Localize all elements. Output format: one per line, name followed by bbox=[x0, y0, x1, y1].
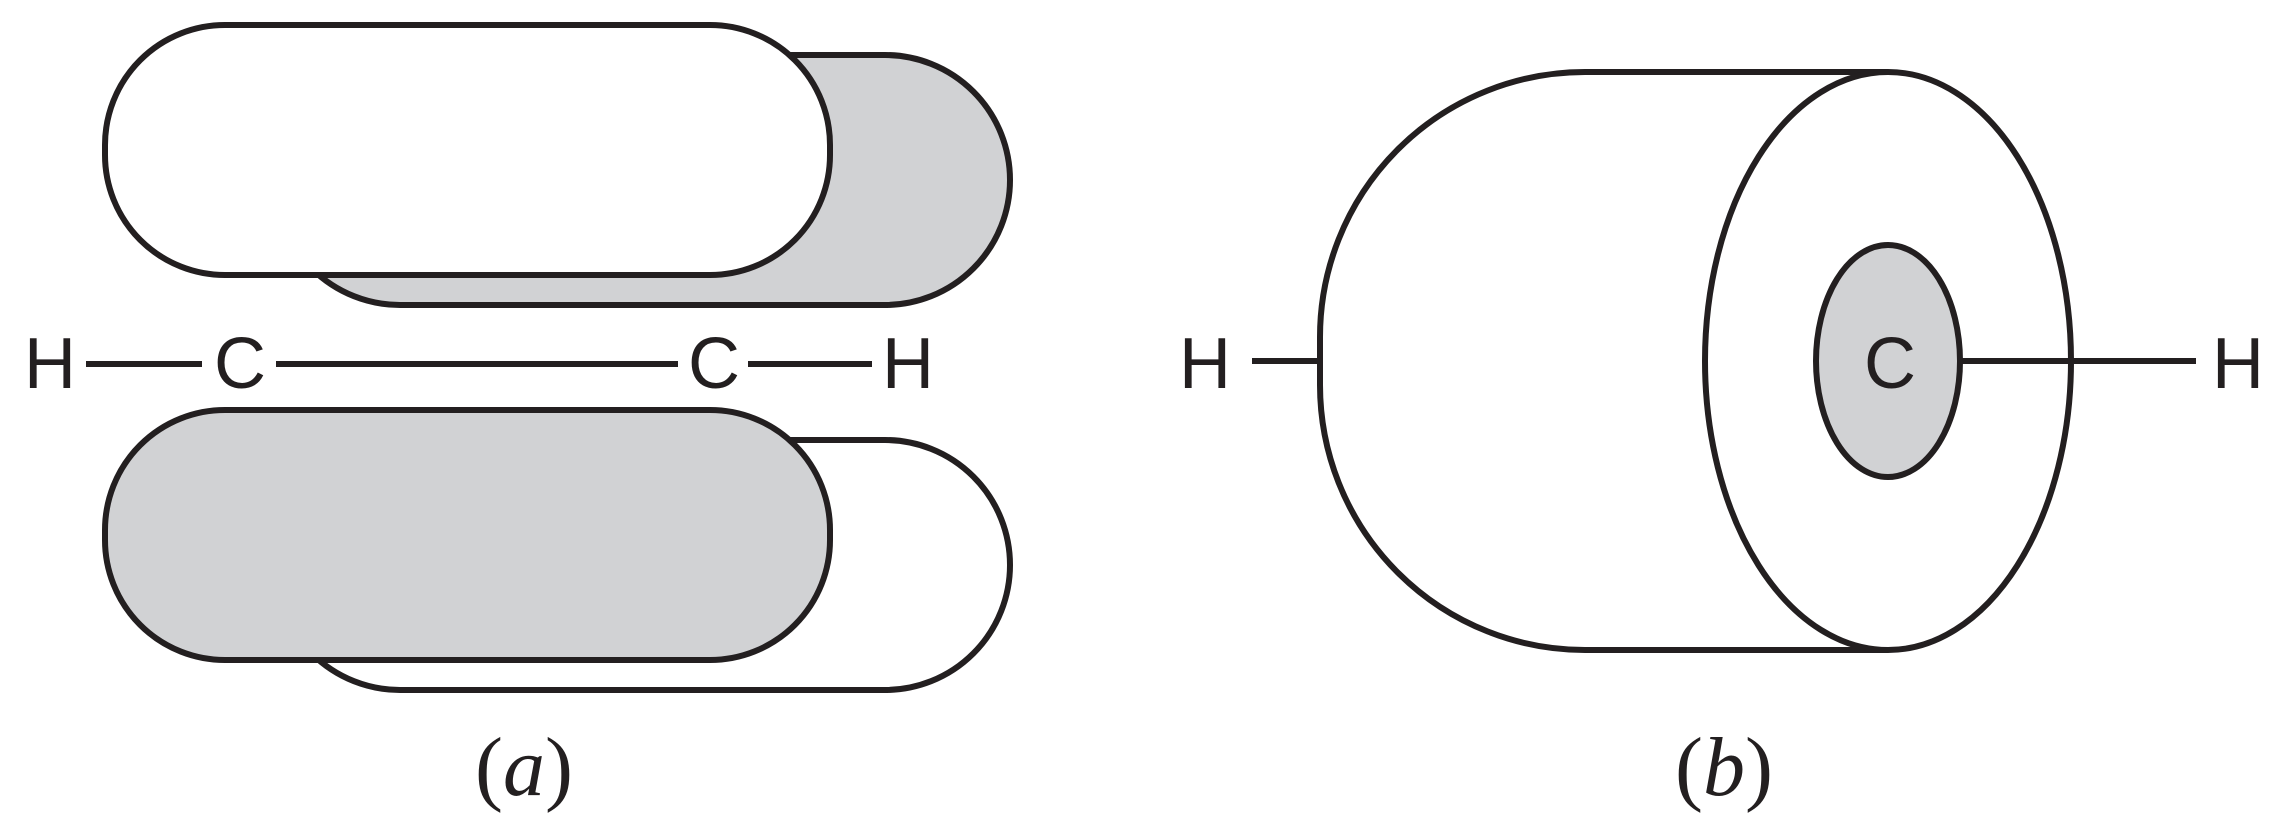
atom-c-right: C bbox=[688, 324, 740, 404]
atom-c-center-b: C bbox=[1864, 324, 1916, 404]
top-front-lobe bbox=[102, 22, 833, 278]
panel-b: H C H (b) bbox=[1179, 69, 2264, 814]
caption-b: (b) bbox=[1675, 721, 1773, 814]
bottom-front-lobe bbox=[102, 407, 833, 663]
atom-h-right-b: H bbox=[2212, 324, 2264, 404]
carbon-core bbox=[1813, 242, 1963, 480]
panel-a: H C C H (a) bbox=[24, 22, 1014, 814]
caption-a: (a) bbox=[475, 721, 573, 814]
atom-c-left: C bbox=[214, 324, 266, 404]
atom-h-left: H bbox=[24, 324, 76, 404]
atom-h-left-b: H bbox=[1179, 324, 1231, 404]
atom-h-right: H bbox=[882, 324, 934, 404]
